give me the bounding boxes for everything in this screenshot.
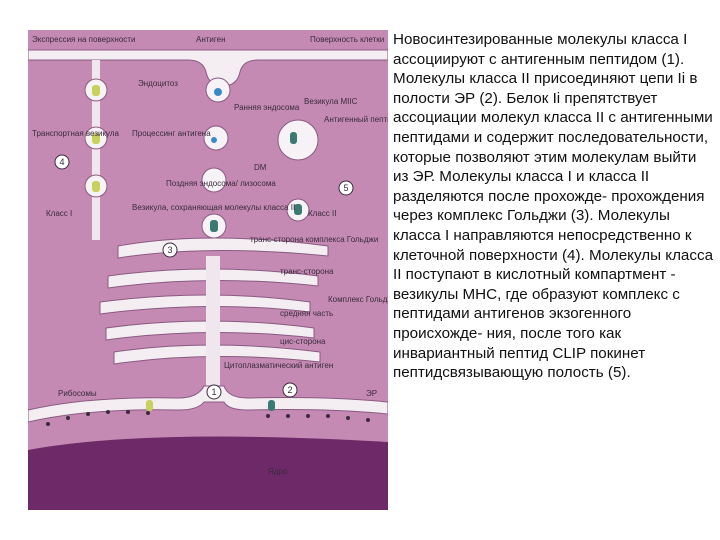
- mhc-class1-marker: [92, 85, 100, 96]
- label-nucleus: Ядро: [268, 467, 288, 476]
- label-vesicle-class2: Везикула, сохраняющая молекулы класса II: [132, 203, 295, 212]
- mhc-class1-marker: [92, 133, 100, 144]
- label-cis-side: цис-сторона: [280, 337, 326, 346]
- mhc-pathway-diagram: Экспрессия на поверхности Антиген Поверх…: [28, 30, 388, 510]
- label-trans-golgi-network: транс-сторона комплекса Гольджи: [250, 235, 378, 244]
- late-endosome: [201, 167, 227, 193]
- step-marker-2: 2: [282, 382, 298, 398]
- nucleus: [28, 436, 388, 510]
- step-marker-5: 5: [338, 180, 354, 196]
- label-endocytosis: Эндоцитоз: [138, 79, 178, 88]
- step-number: 4: [59, 157, 64, 167]
- label-trans-side: транс-сторона: [280, 267, 334, 276]
- label-class1: Класс I: [46, 209, 72, 218]
- step-number: 1: [211, 387, 216, 397]
- label-antigenic-peptide: Антигенный пептид занимает место Ii в ас…: [324, 115, 388, 124]
- label-surface-expression: Экспрессия на поверхности: [32, 35, 135, 44]
- step-number: 5: [343, 183, 348, 193]
- label-antigen: Антиген: [196, 35, 226, 44]
- label-transport-vesicle: Транспортная везикула: [32, 129, 120, 138]
- golgi-cisterna: [99, 294, 311, 315]
- mhc-class1-marker: [146, 400, 153, 411]
- label-golgi-complex: Комплекс Гольджи: [328, 295, 388, 304]
- miic-vesicle: [277, 119, 319, 161]
- step-marker-4: 4: [54, 154, 70, 170]
- label-ribosomes: Рибосомы: [58, 389, 97, 398]
- caption-text: Новосинтезированные молекулы класса I ас…: [393, 31, 714, 382]
- label-er: ЭР: [366, 389, 377, 398]
- label-cell-surface: Поверхность клетки: [310, 35, 384, 44]
- label-dm: DM: [254, 163, 267, 172]
- step-number: 2: [287, 385, 292, 395]
- label-cytoplasmic-antigen: Цитоплазматический антиген: [224, 361, 333, 370]
- label-late-endosome: Поздняя эндосома/ лизосома: [166, 179, 276, 188]
- golgi-stalk: [206, 256, 220, 386]
- mhc-class2-marker: [294, 204, 302, 215]
- step-number: 3: [167, 245, 172, 255]
- label-early-endosome: Ранняя эндосома: [234, 103, 300, 112]
- mhc-class2-marker: [268, 400, 275, 411]
- ribosomes: [46, 410, 370, 426]
- label-miic-vesicle: Везикула MIIC: [304, 97, 358, 106]
- antigen-dot: [211, 137, 217, 143]
- label-medial: средняя часть: [280, 309, 333, 318]
- step-marker-1: 1: [206, 384, 222, 400]
- mhc-class2-marker: [210, 220, 218, 232]
- label-class2: Класс II: [308, 209, 336, 218]
- antigen-dot: [214, 88, 222, 96]
- step-marker-3: 3: [162, 242, 178, 258]
- label-antigen-processing: Процессинг антигена: [132, 129, 211, 138]
- mhc-class1-marker: [92, 181, 100, 192]
- mhc-class2-marker: [290, 132, 297, 144]
- transport-path-class1: [92, 60, 100, 240]
